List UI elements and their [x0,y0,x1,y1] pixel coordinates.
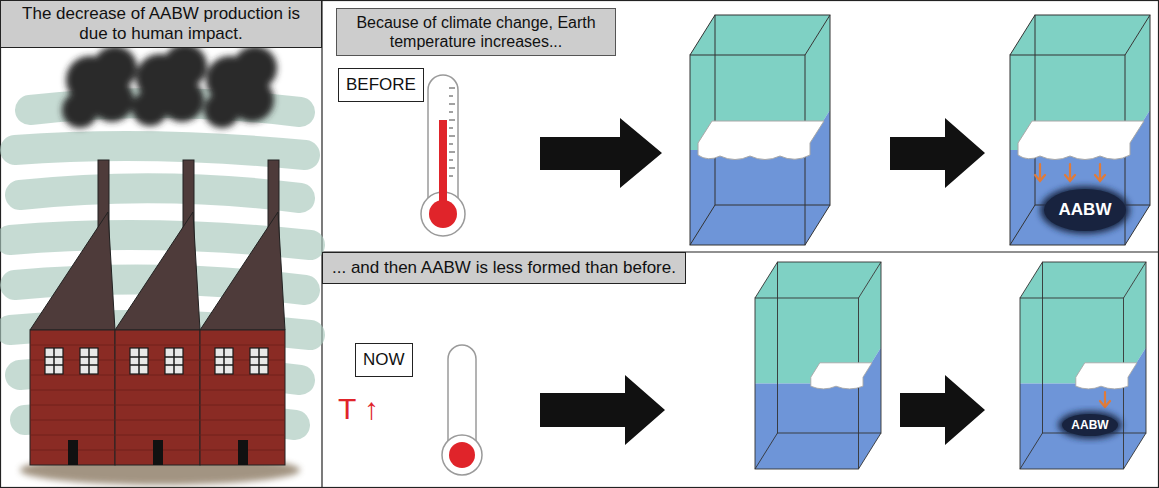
temperature-note: T ↑ [338,393,379,425]
factory-illustration [10,44,310,485]
water-mass-blob: AABW [1058,411,1122,439]
header-text: BEFORE [346,75,416,95]
header-text: NOW [363,350,405,370]
water-mass-label: AABW [1071,418,1108,432]
time-tag: BEFORE [338,68,424,102]
header-text: The decrease of AABW production is due t… [7,4,315,44]
header-text: Because of climate change, Earth tempera… [343,13,609,51]
water-mass-label: AABW [1059,200,1112,220]
ocean-cube [690,15,830,245]
time-tag: NOW [355,343,413,377]
panel-header: The decrease of AABW production is due t… [0,0,322,48]
header-text: ... and then AABW is less formed than be… [332,258,676,278]
thermometer-now [442,345,482,475]
ocean-cube [1010,15,1150,245]
thermometer-before [421,75,465,236]
panel-header: Because of climate change, Earth tempera… [336,8,616,56]
ocean-cube [1020,262,1146,469]
water-mass-blob: AABW [1040,186,1130,234]
panel-header: ... and then AABW is less formed than be… [322,252,686,284]
ocean-cube [755,262,881,469]
